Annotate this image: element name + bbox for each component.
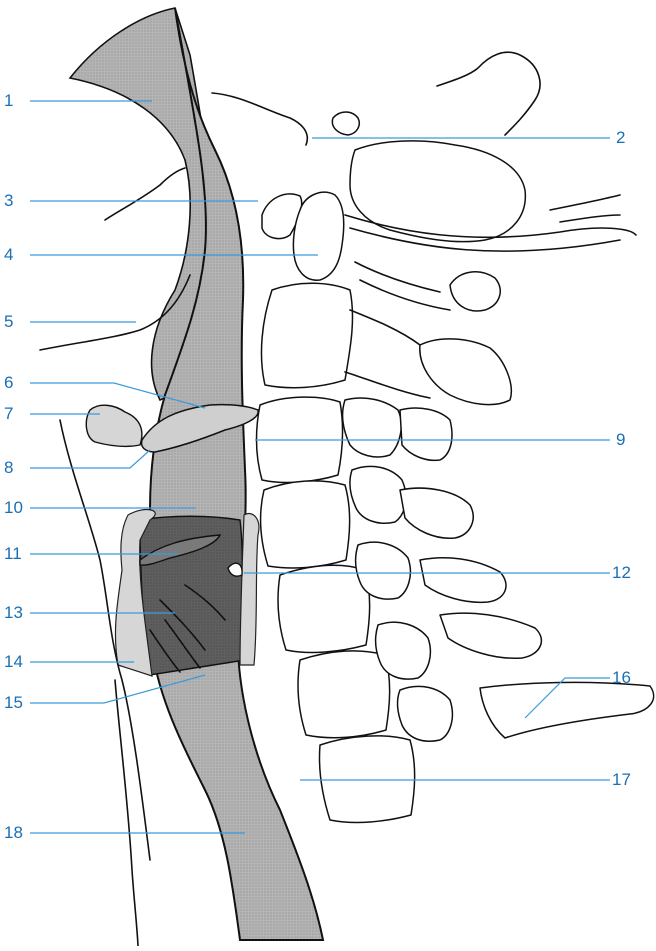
label-15: 15 [4, 694, 23, 711]
label-5: 5 [4, 313, 13, 330]
label-16: 16 [612, 669, 631, 686]
c5-spinous-process [420, 558, 506, 603]
nuchal-line [550, 195, 620, 222]
c2-lamina [345, 310, 430, 398]
c7-vertebral-body [319, 736, 414, 823]
skull-base-outline [212, 93, 307, 145]
label-6: 6 [4, 374, 13, 391]
c2-vertebral-body [261, 283, 352, 387]
neck-skin-outline [115, 680, 138, 946]
label-11: 11 [4, 545, 22, 562]
label-13: 13 [4, 604, 23, 621]
c2-spinous-process [420, 339, 511, 405]
c4-vertebral-body [261, 481, 350, 568]
occipital-bone [350, 141, 525, 242]
c6-spinous-process [440, 613, 541, 658]
label-1: 1 [4, 92, 13, 109]
c3-spinous-process [400, 408, 452, 460]
label-9: 9 [616, 431, 625, 448]
label-3: 3 [4, 192, 13, 209]
atlas-posterior-arch [450, 272, 500, 311]
c7-spinous-process [480, 682, 654, 738]
label-12: 12 [612, 564, 631, 581]
c3-articular [343, 398, 402, 457]
c7-articular [398, 686, 453, 741]
label-2: 2 [616, 129, 625, 146]
c6-vertebral-body [298, 651, 390, 738]
cerebellum-outline [437, 52, 540, 135]
label-7: 7 [4, 405, 13, 422]
label-10: 10 [4, 499, 23, 516]
label-4: 4 [4, 246, 13, 263]
label-17: 17 [612, 771, 631, 788]
tongue-outline [105, 168, 185, 220]
cricoid-cartilage [240, 514, 259, 665]
label-18: 18 [4, 824, 23, 841]
label-14: 14 [4, 653, 23, 670]
label-8: 8 [4, 459, 13, 476]
c5-vertebral-body [278, 565, 370, 652]
pituitary-fragment [332, 112, 359, 135]
c4-spinous-process [400, 488, 473, 538]
axis-lamina-outline [355, 262, 450, 310]
hyoid-bone [86, 405, 142, 446]
c4-articular [350, 466, 406, 523]
